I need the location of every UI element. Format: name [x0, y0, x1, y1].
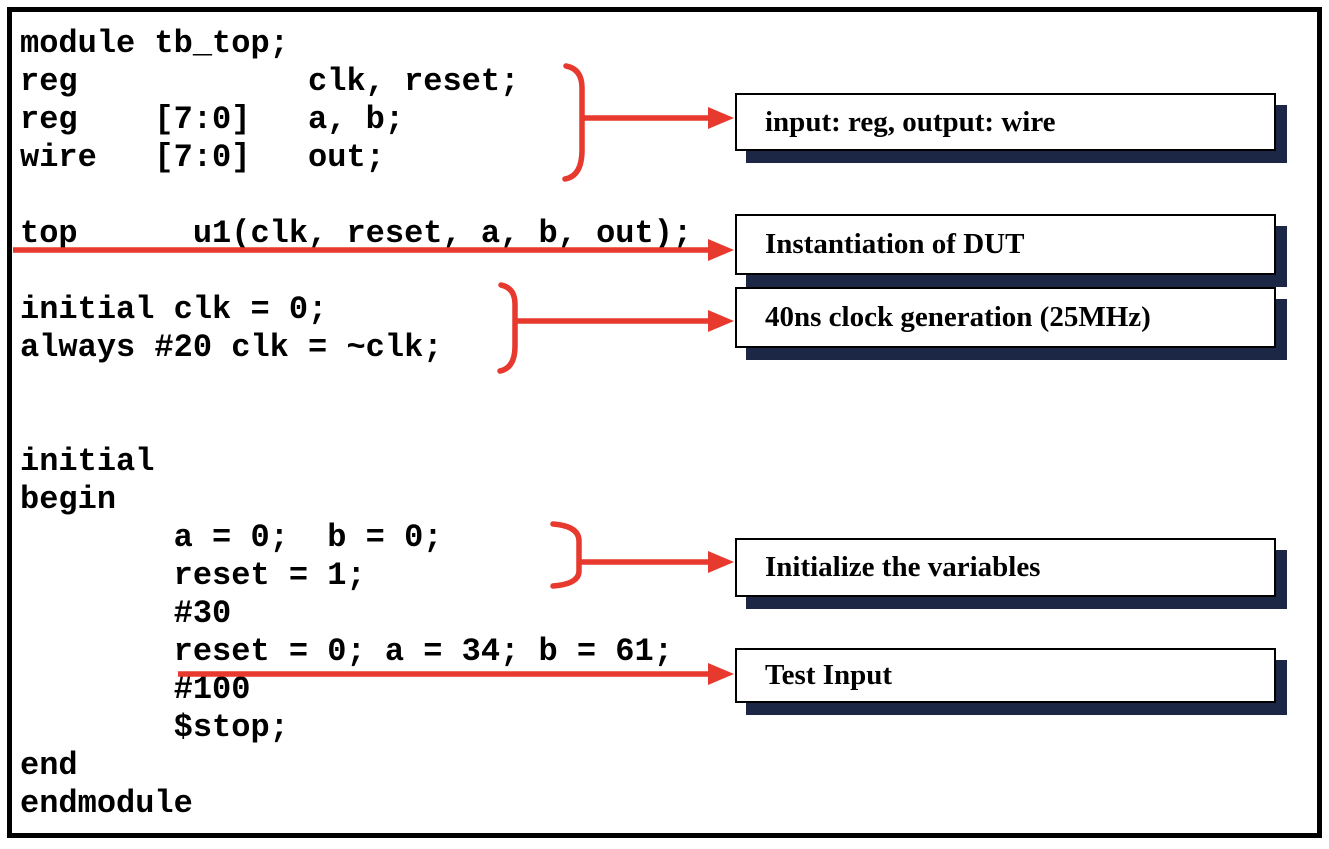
code-line: a = 0; b = 0; [20, 519, 443, 556]
code-line [20, 367, 692, 405]
code-line: wire [7:0] out; [20, 139, 385, 176]
code-line: begin [20, 481, 117, 518]
code-line: $stop; [20, 709, 289, 746]
code-line: reset = 0; a = 34; b = 61; [20, 633, 673, 670]
code-line: endmodule [20, 785, 193, 822]
callout-box-input-reg-output-wire: input: reg, output: wire [735, 93, 1276, 151]
code-line: reg clk, reset; [20, 63, 520, 100]
code-line [20, 405, 692, 443]
callout-label: Initialize the variables [765, 551, 1041, 583]
callout-label: Instantiation of DUT [765, 228, 1025, 260]
callout-label: 40ns clock generation (25MHz) [765, 301, 1151, 333]
code-line [20, 253, 692, 291]
code-line: end [20, 747, 78, 784]
verilog-code-block: module tb_top; reg clk, reset; reg [7:0]… [20, 25, 692, 823]
code-line: top u1(clk, reset, a, b, out); [20, 215, 693, 252]
code-line: #100 [20, 671, 251, 708]
callout-label: Test Input [765, 659, 893, 691]
code-line: reset = 1; [20, 557, 366, 594]
callout-box-test-input: Test Input [735, 648, 1276, 703]
code-line: initial clk = 0; [20, 291, 328, 328]
callout-box-initialize-variables: Initialize the variables [735, 538, 1276, 597]
callout-label: input: reg, output: wire [765, 105, 1056, 138]
code-line: initial [20, 443, 155, 480]
code-line: reg [7:0] a, b; [20, 101, 405, 138]
code-line: always #20 clk = ~clk; [20, 329, 443, 366]
code-line: module tb_top; [20, 25, 289, 62]
code-line [20, 177, 692, 215]
code-line: #30 [20, 595, 232, 632]
callout-box-clock-generation: 40ns clock generation (25MHz) [735, 287, 1276, 348]
callout-box-instantiation-of-dut: Instantiation of DUT [735, 214, 1276, 275]
